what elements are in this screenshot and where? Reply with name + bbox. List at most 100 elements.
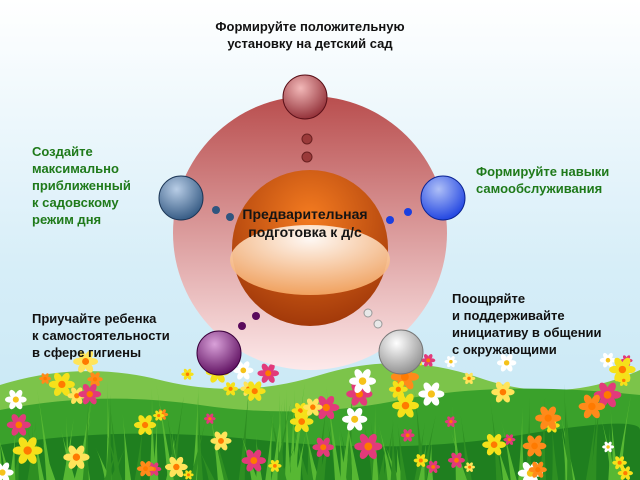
flower xyxy=(447,452,466,468)
flower xyxy=(181,368,194,380)
flower xyxy=(78,383,102,405)
flower xyxy=(268,459,282,472)
grass-blade xyxy=(610,407,619,480)
flower xyxy=(48,372,75,396)
flower xyxy=(503,434,516,445)
flower xyxy=(617,466,633,480)
grass-blade xyxy=(390,419,397,480)
dot-br-1 xyxy=(363,308,373,318)
grass-blade xyxy=(551,421,559,480)
flower xyxy=(164,456,188,478)
flower xyxy=(257,363,280,383)
node-sphere-top xyxy=(282,74,328,120)
label-left: Создайте максимально приближенный к садо… xyxy=(32,144,131,227)
flower xyxy=(444,416,457,427)
meadow-background xyxy=(0,350,640,480)
grass-blade xyxy=(122,413,132,480)
flower xyxy=(400,429,415,442)
grass-blade xyxy=(490,401,503,480)
connector-dots xyxy=(212,133,412,330)
flower xyxy=(303,398,323,416)
flower xyxy=(153,410,165,421)
flower xyxy=(349,369,376,393)
grass-blade xyxy=(378,439,387,480)
flower xyxy=(444,356,458,368)
grass-blade xyxy=(315,400,328,480)
flower xyxy=(388,380,408,398)
dot-left-1 xyxy=(212,206,220,214)
grass-blade xyxy=(307,432,314,480)
grass-blade xyxy=(12,439,22,480)
grass-blade xyxy=(418,439,427,480)
dot-br-2 xyxy=(373,319,383,329)
flower xyxy=(243,381,266,401)
flower xyxy=(289,411,314,433)
flower xyxy=(39,373,52,384)
flower xyxy=(535,406,562,430)
grass-blade xyxy=(585,406,598,480)
flower xyxy=(609,357,636,382)
flower xyxy=(136,461,155,477)
flower xyxy=(0,462,14,480)
center-label: Предварительная подготовка к д/с xyxy=(242,206,368,240)
flower xyxy=(73,350,99,373)
flower xyxy=(578,394,606,419)
grass-blade xyxy=(149,388,156,480)
flower xyxy=(133,415,157,435)
grass-blade xyxy=(189,422,206,480)
flower xyxy=(617,374,631,386)
flower xyxy=(482,434,507,456)
grass-blade xyxy=(294,432,306,480)
grass-blade xyxy=(289,388,296,480)
flower xyxy=(462,372,476,385)
grass-blade xyxy=(590,389,601,480)
dot-bl-2 xyxy=(252,312,260,320)
dot-top-1 xyxy=(301,133,313,145)
dot-bl-1 xyxy=(238,322,246,330)
node-sphere-bottom-left xyxy=(196,330,242,376)
grass-blade xyxy=(41,439,56,480)
flower xyxy=(418,382,445,406)
flower xyxy=(12,437,43,464)
dot-right-2 xyxy=(386,216,394,224)
grass-blade xyxy=(396,443,403,480)
grass-blade xyxy=(495,440,509,480)
grass-blade xyxy=(345,380,353,480)
center-lens xyxy=(230,225,390,295)
node-sphere-bottom-right xyxy=(378,329,424,375)
flower xyxy=(413,454,428,467)
flower xyxy=(602,441,615,453)
grass-blade xyxy=(105,394,112,480)
grass-blade xyxy=(106,381,113,480)
node-sphere-right xyxy=(420,175,466,221)
flower xyxy=(241,449,267,472)
grass-blade xyxy=(32,425,45,480)
flower xyxy=(312,437,335,457)
flower-field xyxy=(0,350,636,480)
grass-blade xyxy=(414,422,426,480)
flower xyxy=(204,413,216,424)
flower xyxy=(392,393,419,418)
grass-blade xyxy=(309,446,320,480)
flower xyxy=(210,431,232,451)
label-top: Формируйте положительную установку на де… xyxy=(215,19,405,51)
grass-blade xyxy=(518,407,525,480)
grass-blade xyxy=(565,402,574,480)
grass-blade xyxy=(560,425,572,480)
flower xyxy=(522,435,547,457)
grass-blade xyxy=(33,432,40,480)
flower xyxy=(63,445,90,469)
flower xyxy=(612,456,627,470)
flower xyxy=(223,382,239,396)
grass-blade xyxy=(63,418,74,480)
label-right: Формируйте навыки самообслуживания xyxy=(476,164,610,196)
flower xyxy=(354,433,383,459)
flower xyxy=(183,470,194,480)
dot-right-1 xyxy=(404,208,412,216)
flower xyxy=(496,354,517,372)
grass-blade xyxy=(284,389,291,480)
flower xyxy=(342,408,368,431)
flower xyxy=(87,372,103,387)
flower xyxy=(528,461,547,478)
